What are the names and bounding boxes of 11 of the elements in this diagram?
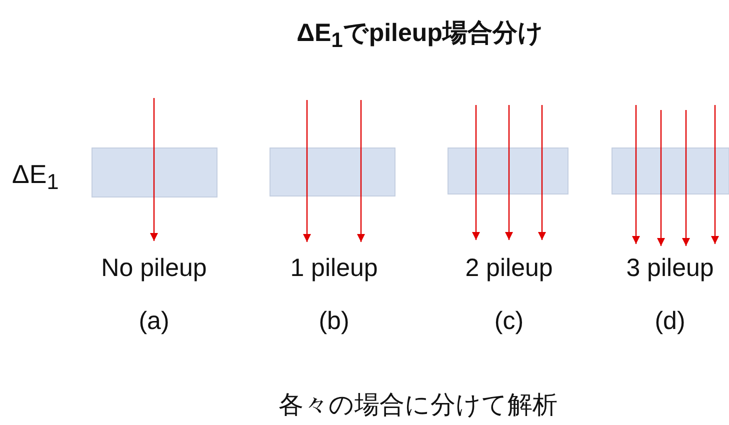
- title: ΔE$_{1}$でpileup場合分け: [296, 20, 544, 53]
- panel-letter: (a): [138, 308, 170, 336]
- case-label: 2 pileup: [465, 255, 553, 282]
- caption: 各々の場合に分けて解析: [278, 392, 558, 420]
- panel-letter: (c): [494, 308, 524, 336]
- case-label: 3 pileup: [626, 255, 714, 282]
- panel-letter: (d): [654, 308, 686, 336]
- panel-letter: (b): [318, 308, 350, 336]
- case-label: No pileup: [101, 255, 207, 282]
- case-label: 1 pileup: [290, 255, 378, 282]
- axis-label: ΔE$_{1}$: [12, 160, 59, 194]
